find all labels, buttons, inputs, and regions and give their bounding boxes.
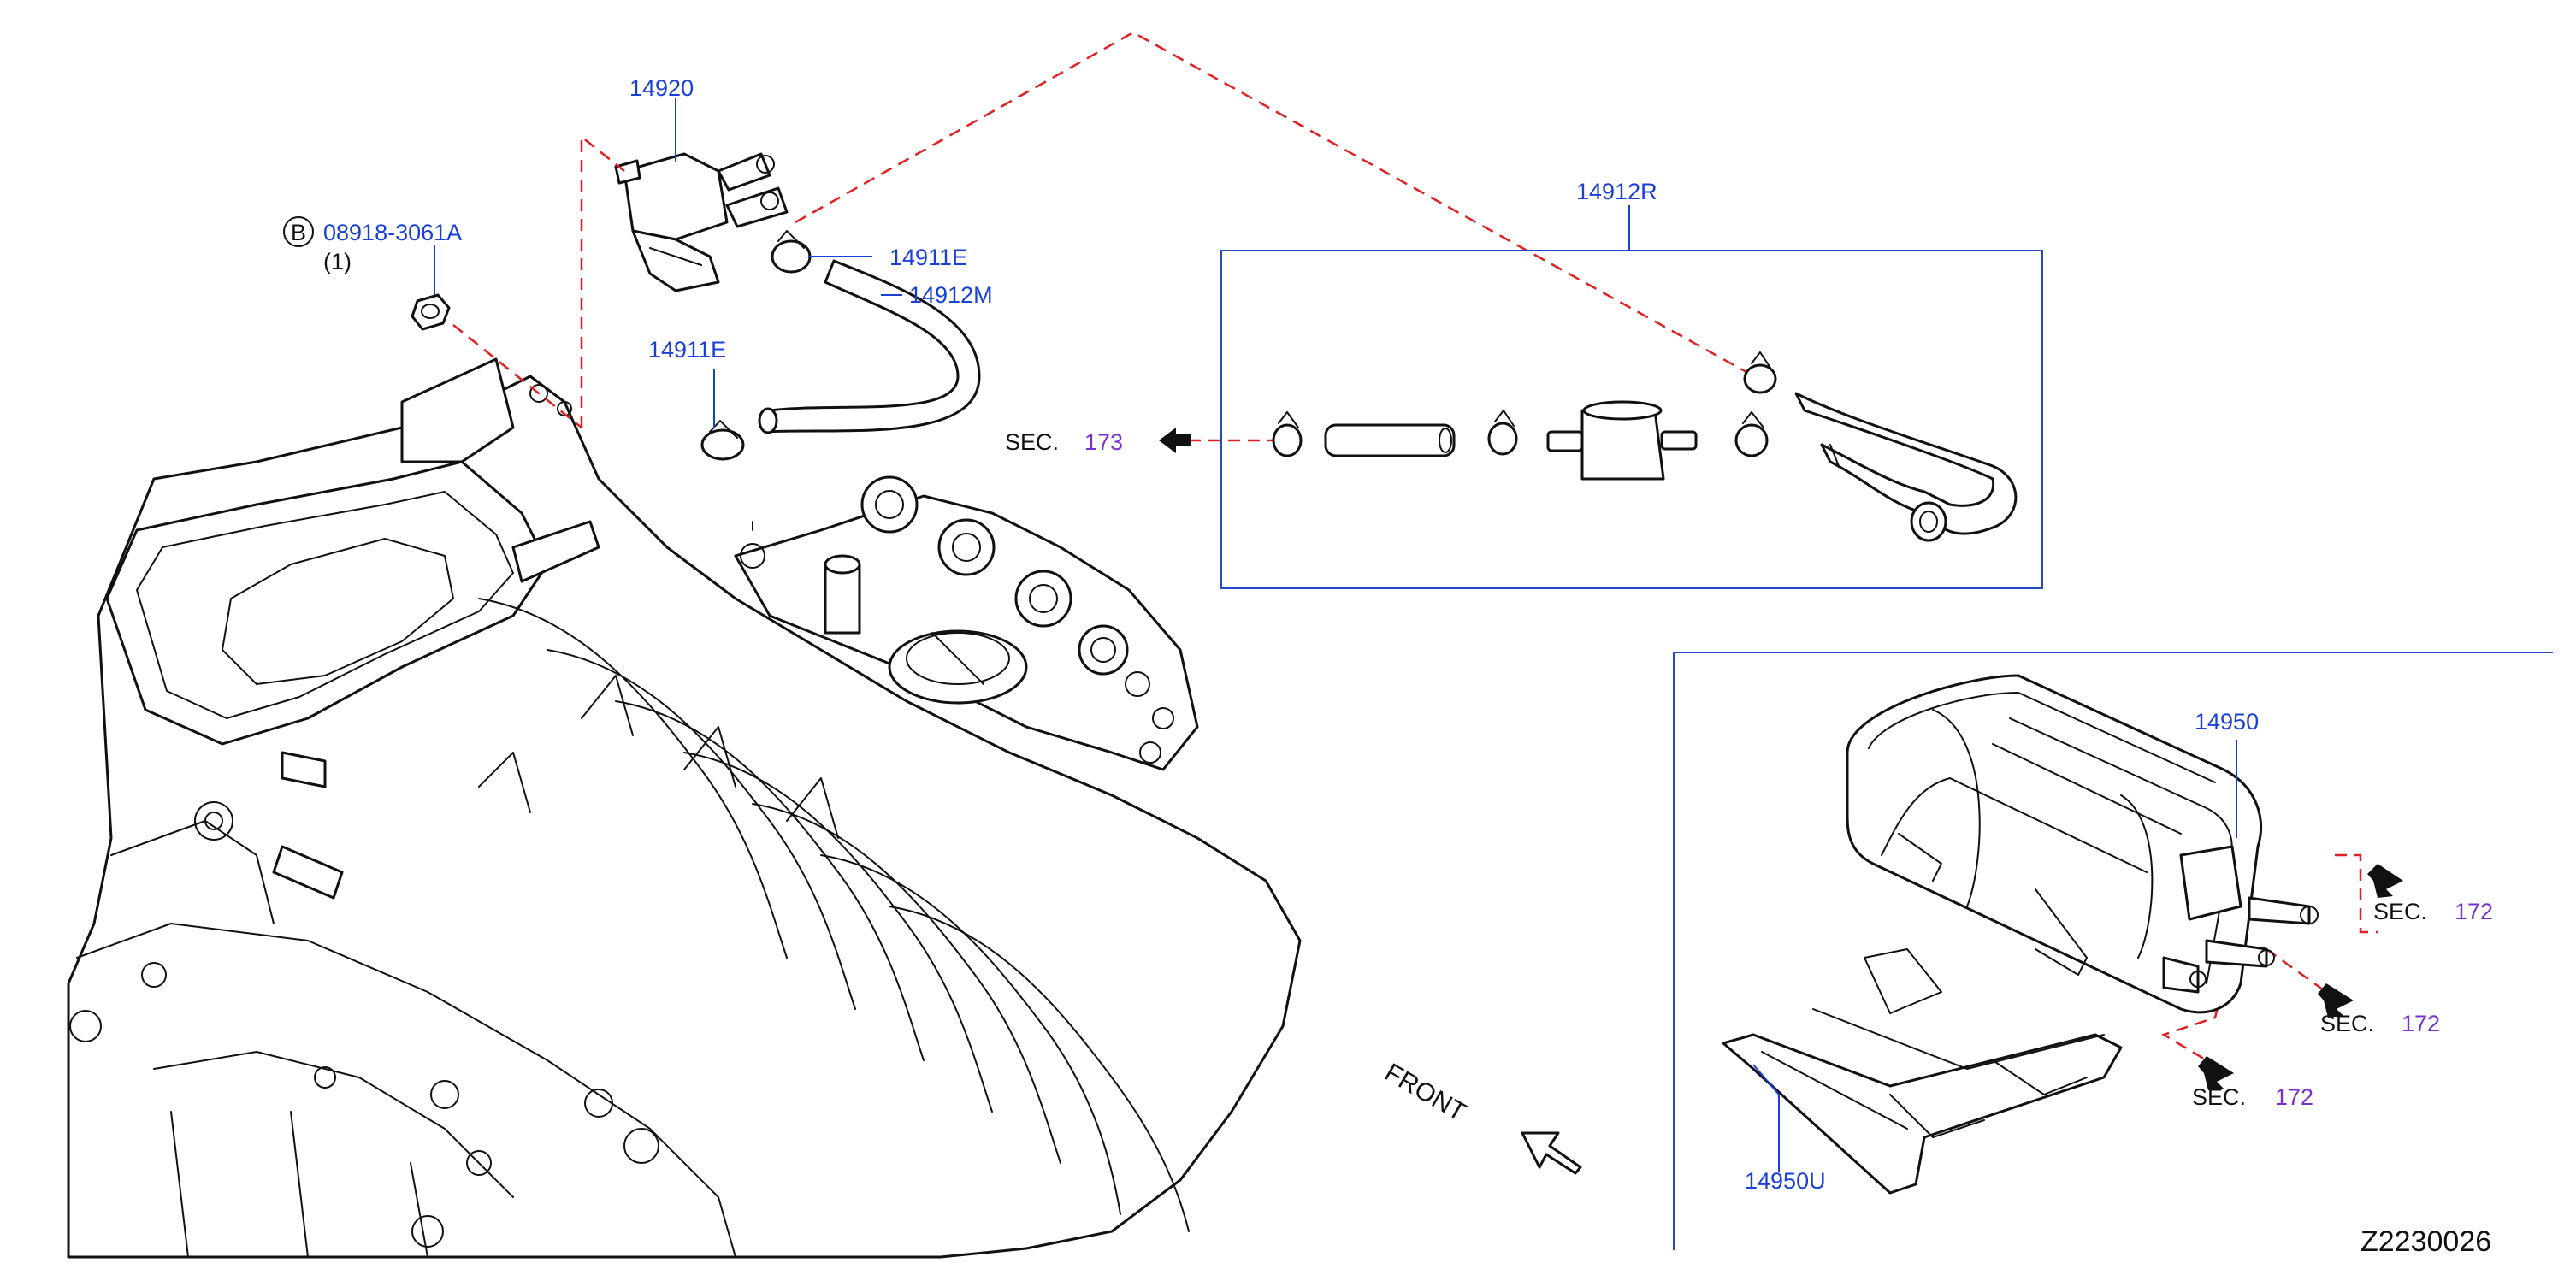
intake-manifold-drawing: [67, 357, 1302, 1259]
purge-valve-14920: [614, 152, 789, 292]
label-14920: 14920: [629, 75, 694, 101]
hose-14912m-end: [758, 407, 778, 434]
arrow-sec-173: [1159, 428, 1191, 453]
label-14950: 14950: [2195, 709, 2259, 735]
label-sec-172-c-prefix: SEC.: [2192, 1084, 2246, 1110]
label-sec-172-c-number: 172: [2275, 1084, 2313, 1110]
label-14950u: 14950U: [1745, 1168, 1826, 1194]
canister-bracket-14950u: [1722, 948, 2123, 1195]
canister-box: [1673, 652, 2553, 1250]
label-sec-172-a-number: 172: [2455, 899, 2493, 924]
clamp-14911e-upper: [771, 230, 812, 274]
arrows-sec-172: [2198, 864, 2403, 1090]
bolt-08918-3061a: [411, 293, 451, 331]
label-front: FRONT: [1380, 1058, 1471, 1126]
label-14912r: 14912R: [1576, 179, 1657, 204]
label-bolt-qty: (1): [323, 249, 352, 274]
label-sec-172-b-number: 172: [2402, 1011, 2440, 1036]
leader-lines: [434, 98, 2237, 1172]
label-14911e-lower: 14911E: [648, 337, 726, 363]
canister-14950: [1846, 674, 2319, 1014]
label-sec-172-b-prefix: SEC.: [2320, 1011, 2374, 1036]
label-14911e-upper: 14911E: [889, 245, 967, 270]
front-direction-arrow: [1521, 1131, 1582, 1175]
label-sec-173-prefix: SEC.: [1005, 429, 1059, 455]
label-08918-3061a: 08918-3061A: [323, 220, 462, 245]
kit-14912r-parts: [1272, 351, 2018, 542]
label-14912m: 14912M: [909, 282, 993, 308]
diagram-code: Z2230026: [2360, 1225, 2491, 1258]
label-sec-172-a-prefix: SEC.: [2373, 899, 2427, 924]
bolt-marker-circle: [283, 216, 314, 247]
kit-box-14912r: [1220, 250, 2043, 589]
cylinder-head-drawing: [734, 475, 1199, 771]
bolt-marker-letter: B: [291, 220, 306, 245]
clamp-14911e-lower: [700, 420, 745, 461]
label-sec-173-number: 173: [1084, 429, 1123, 455]
